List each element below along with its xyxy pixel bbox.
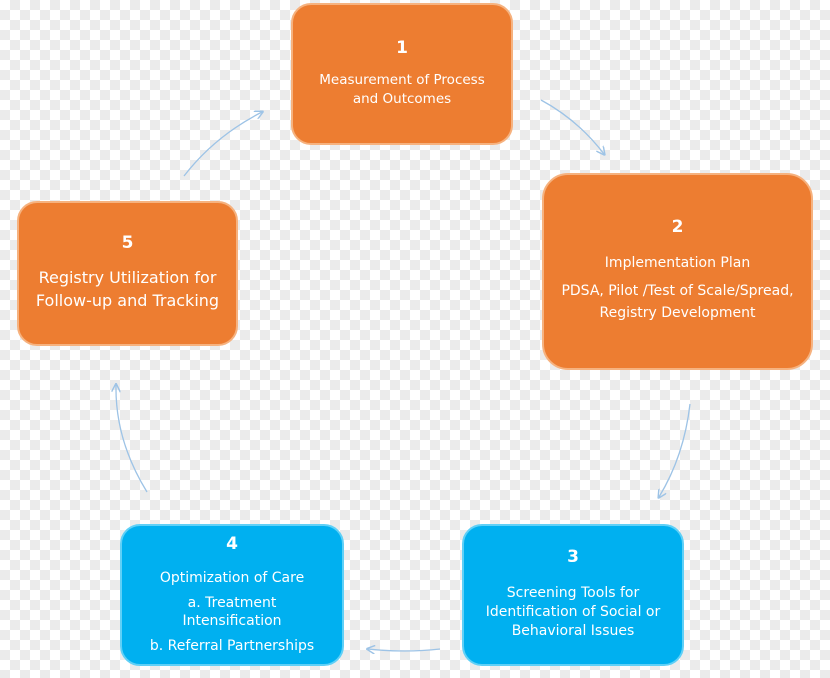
step-4-line-3: Intensification (182, 612, 282, 629)
step-2-box: 2 Implementation Plan PDSA, Pilot /Test … (542, 173, 813, 370)
step-5-number: 5 (121, 233, 134, 253)
step-4-line-1: Optimization of Care (159, 569, 305, 586)
step-3-box: 3 Screening Tools for Identification of … (462, 524, 684, 666)
arrow-1-to-2 (540, 99, 604, 154)
step-4-line-2: a. Treatment (187, 594, 277, 611)
step-2-line-2: PDSA, Pilot /Test of Scale/Spread, (561, 283, 794, 299)
step-4-line-4: b. Referral Partnerships (149, 637, 315, 654)
arrow-4-to-5 (116, 385, 148, 493)
step-1-number: 1 (396, 37, 408, 58)
step-4-box: 4 Optimization of Care a. Treatment Inte… (120, 524, 344, 666)
step-5-line-2: Follow-up and Tracking (35, 291, 220, 310)
step-1-line-2: and Outcomes (352, 90, 452, 107)
step-2-number: 2 (671, 217, 684, 237)
step-4-number: 4 (226, 533, 238, 554)
step-3-line-1: Screening Tools for (506, 585, 640, 601)
step-3-number: 3 (567, 547, 579, 567)
arrow-5-to-1 (183, 112, 262, 177)
step-2-line-1: Implementation Plan (604, 255, 751, 271)
arrow-2-to-3 (659, 403, 691, 497)
step-5-box: 5 Registry Utilization for Follow-up and… (17, 201, 238, 346)
step-5-line-1: Registry Utilization for (38, 268, 217, 287)
step-1-box: 1 Measurement of Process and Outcomes (291, 3, 513, 145)
step-3-line-3: Behavioral Issues (511, 623, 635, 639)
step-3-line-2: Identification of Social or (485, 604, 661, 620)
step-2-line-3: Registry Development (599, 305, 756, 321)
arrow-3-to-4 (368, 649, 441, 651)
step-1-line-1: Measurement of Process (319, 71, 485, 88)
